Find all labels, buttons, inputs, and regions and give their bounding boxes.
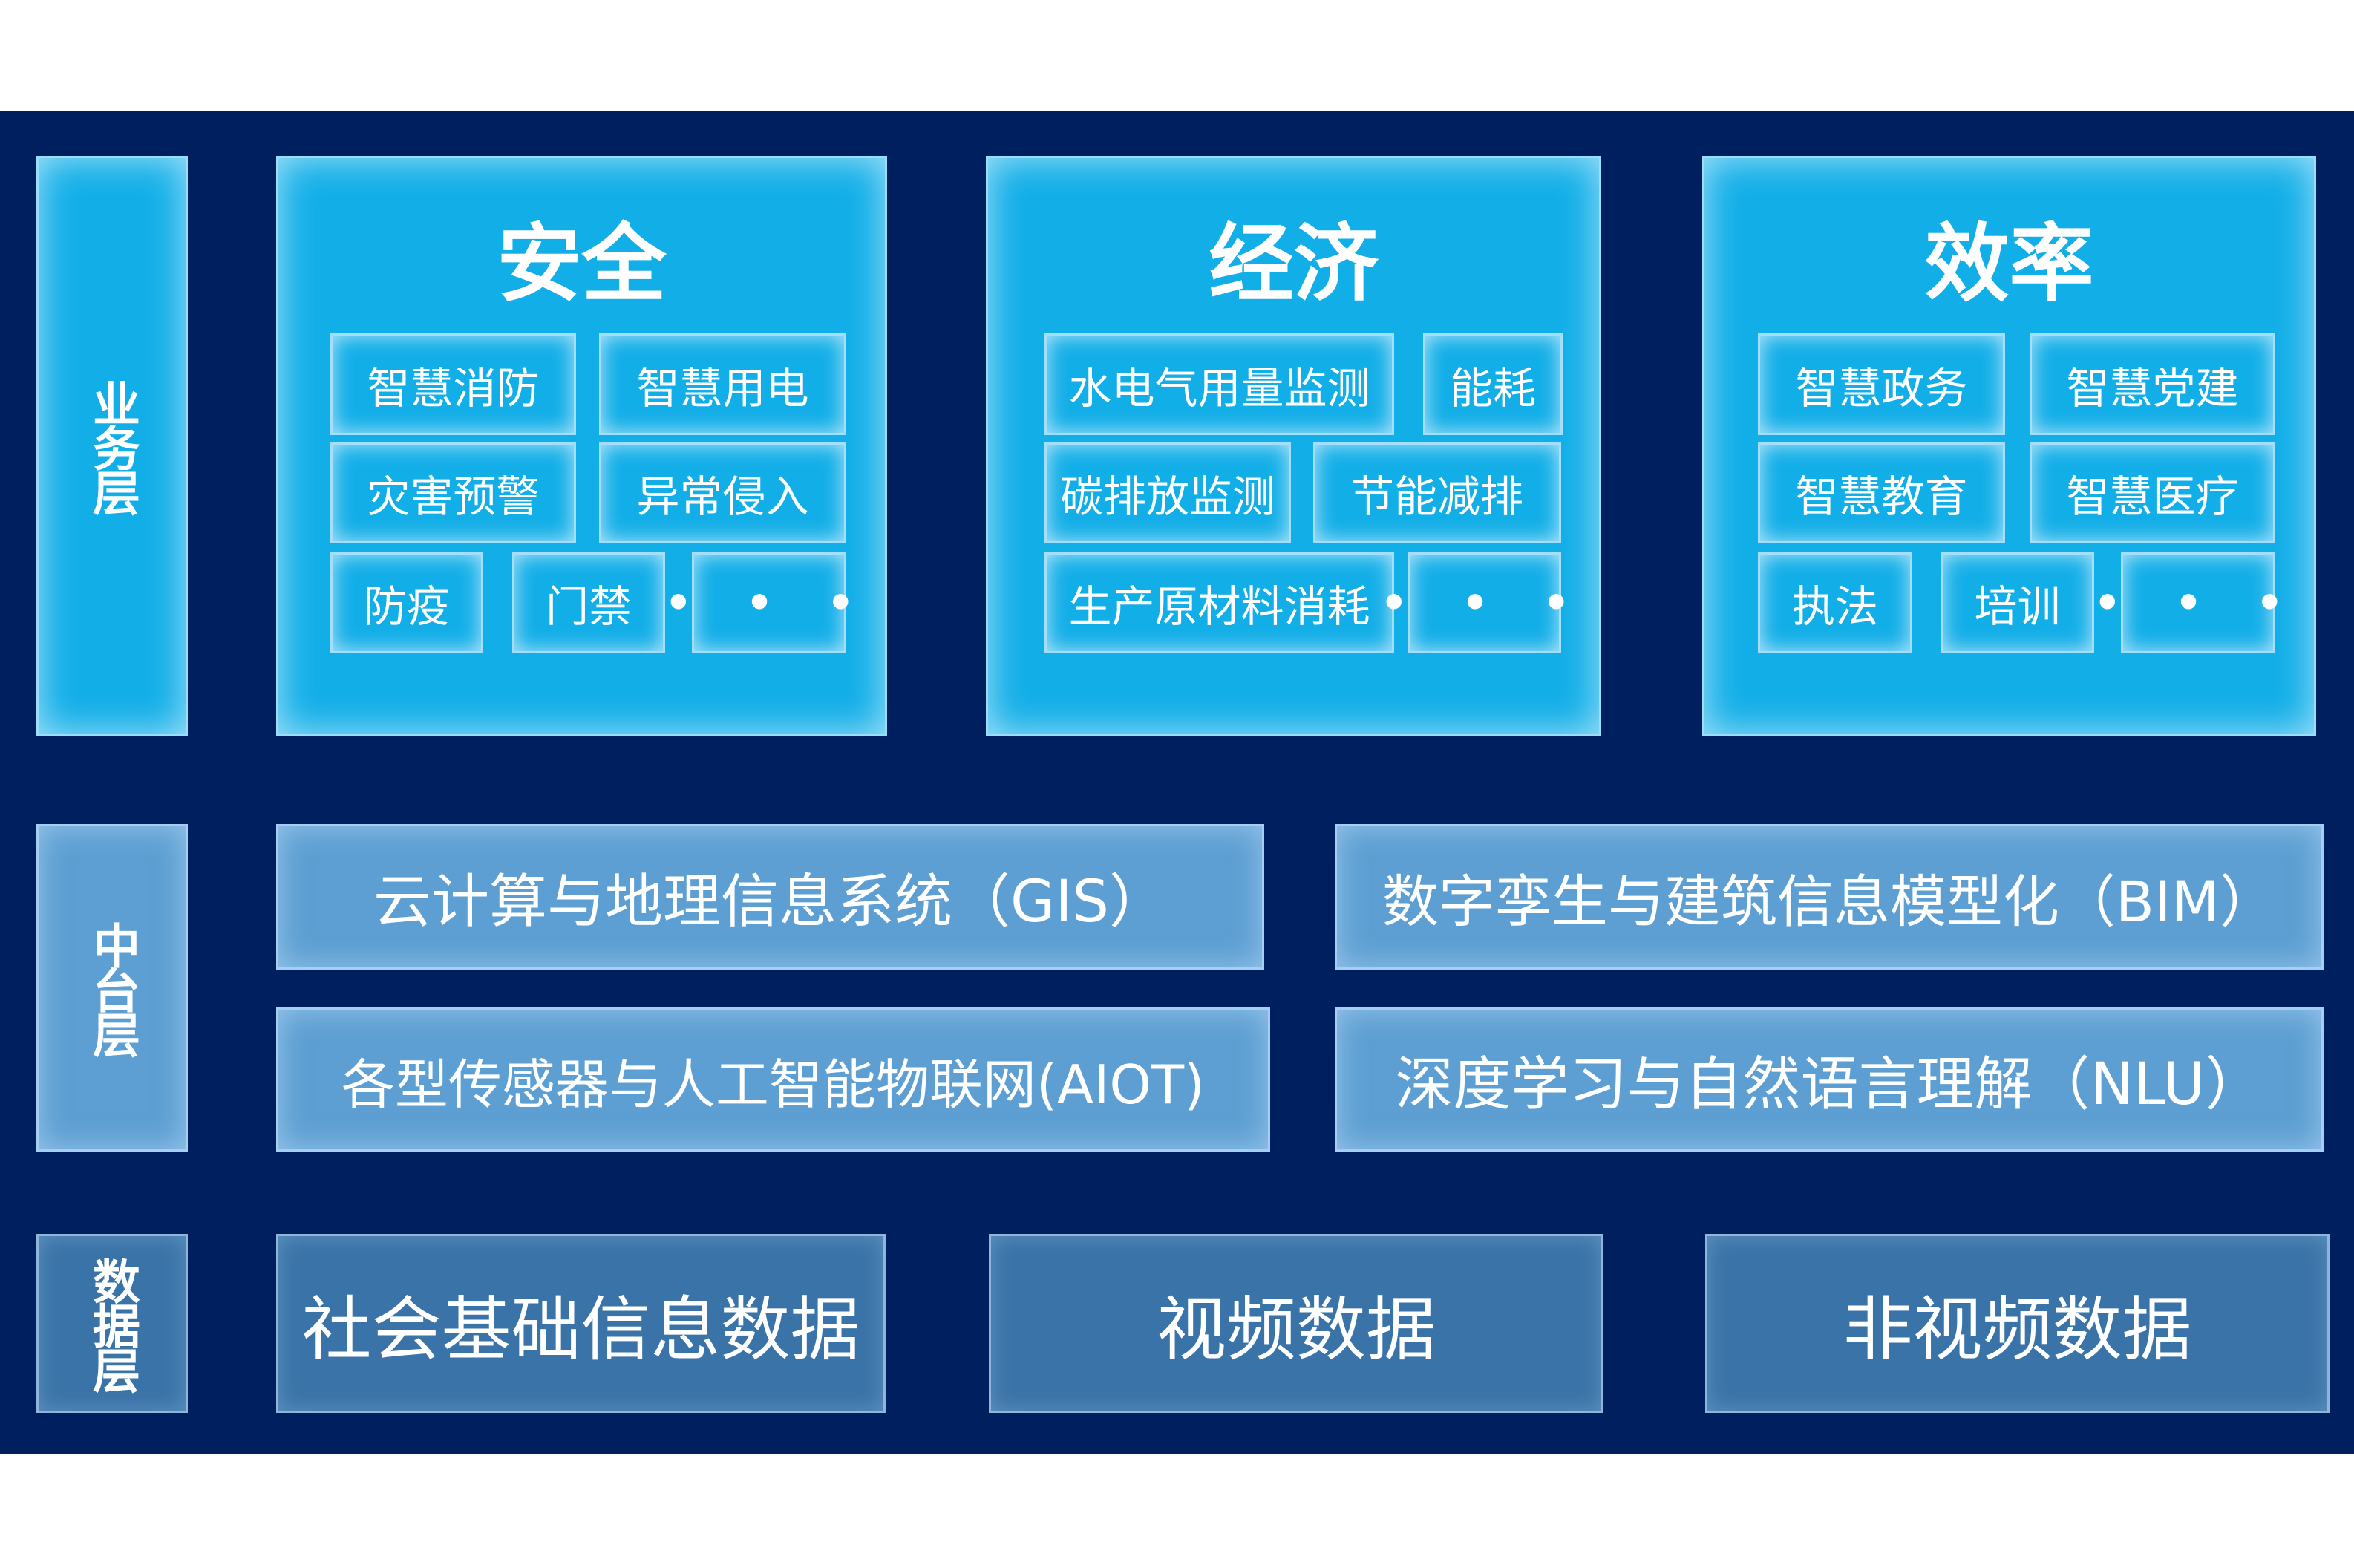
business-item: 异常侵入 [599,442,846,543]
business-item: 智慧政务 [1758,333,2005,435]
business-item: 碳排放监测 [1044,442,1291,543]
data-item-social: 社会基础信息数据 [276,1234,886,1413]
data-item-non-video: 非视频数据 [1705,1234,2330,1413]
business-item: 灾害预警 [330,442,576,543]
data-item-video: 视频数据 [989,1234,1603,1413]
business-item: 执法 [1758,552,1912,653]
business-item: 水电气用量监测 [1044,333,1394,435]
panel-title: 效率 [1924,215,2094,313]
business-item: 智慧消防 [330,333,576,435]
more-ellipsis: • • • [2093,552,2283,653]
business-item: 门禁 [512,552,665,653]
business-item: 智慧党建 [2030,333,2275,435]
business-item: 智慧用电 [599,333,846,435]
business-item: 防疫 [330,552,483,653]
more-ellipsis: • • • [1380,552,1570,653]
business-item: 智慧教育 [1758,442,2005,543]
middle-item-gis: 云计算与地理信息系统（GIS） [276,824,1264,970]
panel-title: 安全 [497,215,667,313]
layer-label-data: 数据层 [36,1234,188,1413]
layer-label-business: 业务层 [36,156,188,736]
business-item: 能耗 [1423,333,1563,435]
business-item: 生产原材料消耗 [1044,552,1394,653]
business-item: 节能减排 [1313,442,1561,543]
more-ellipsis: • • • [664,552,854,653]
middle-item-aiot: 各型传感器与人工智能物联网(AIOT) [276,1007,1270,1152]
middle-item-nlu: 深度学习与自然语言理解（NLU） [1335,1007,2324,1152]
middle-item-bim: 数字孪生与建筑信息模型化（BIM） [1335,824,2324,970]
business-item: 培训 [1941,552,2094,653]
layer-label-middle: 中台层 [36,824,188,1152]
panel-title: 经济 [1209,215,1379,313]
business-item: 智慧医疗 [2030,442,2275,543]
